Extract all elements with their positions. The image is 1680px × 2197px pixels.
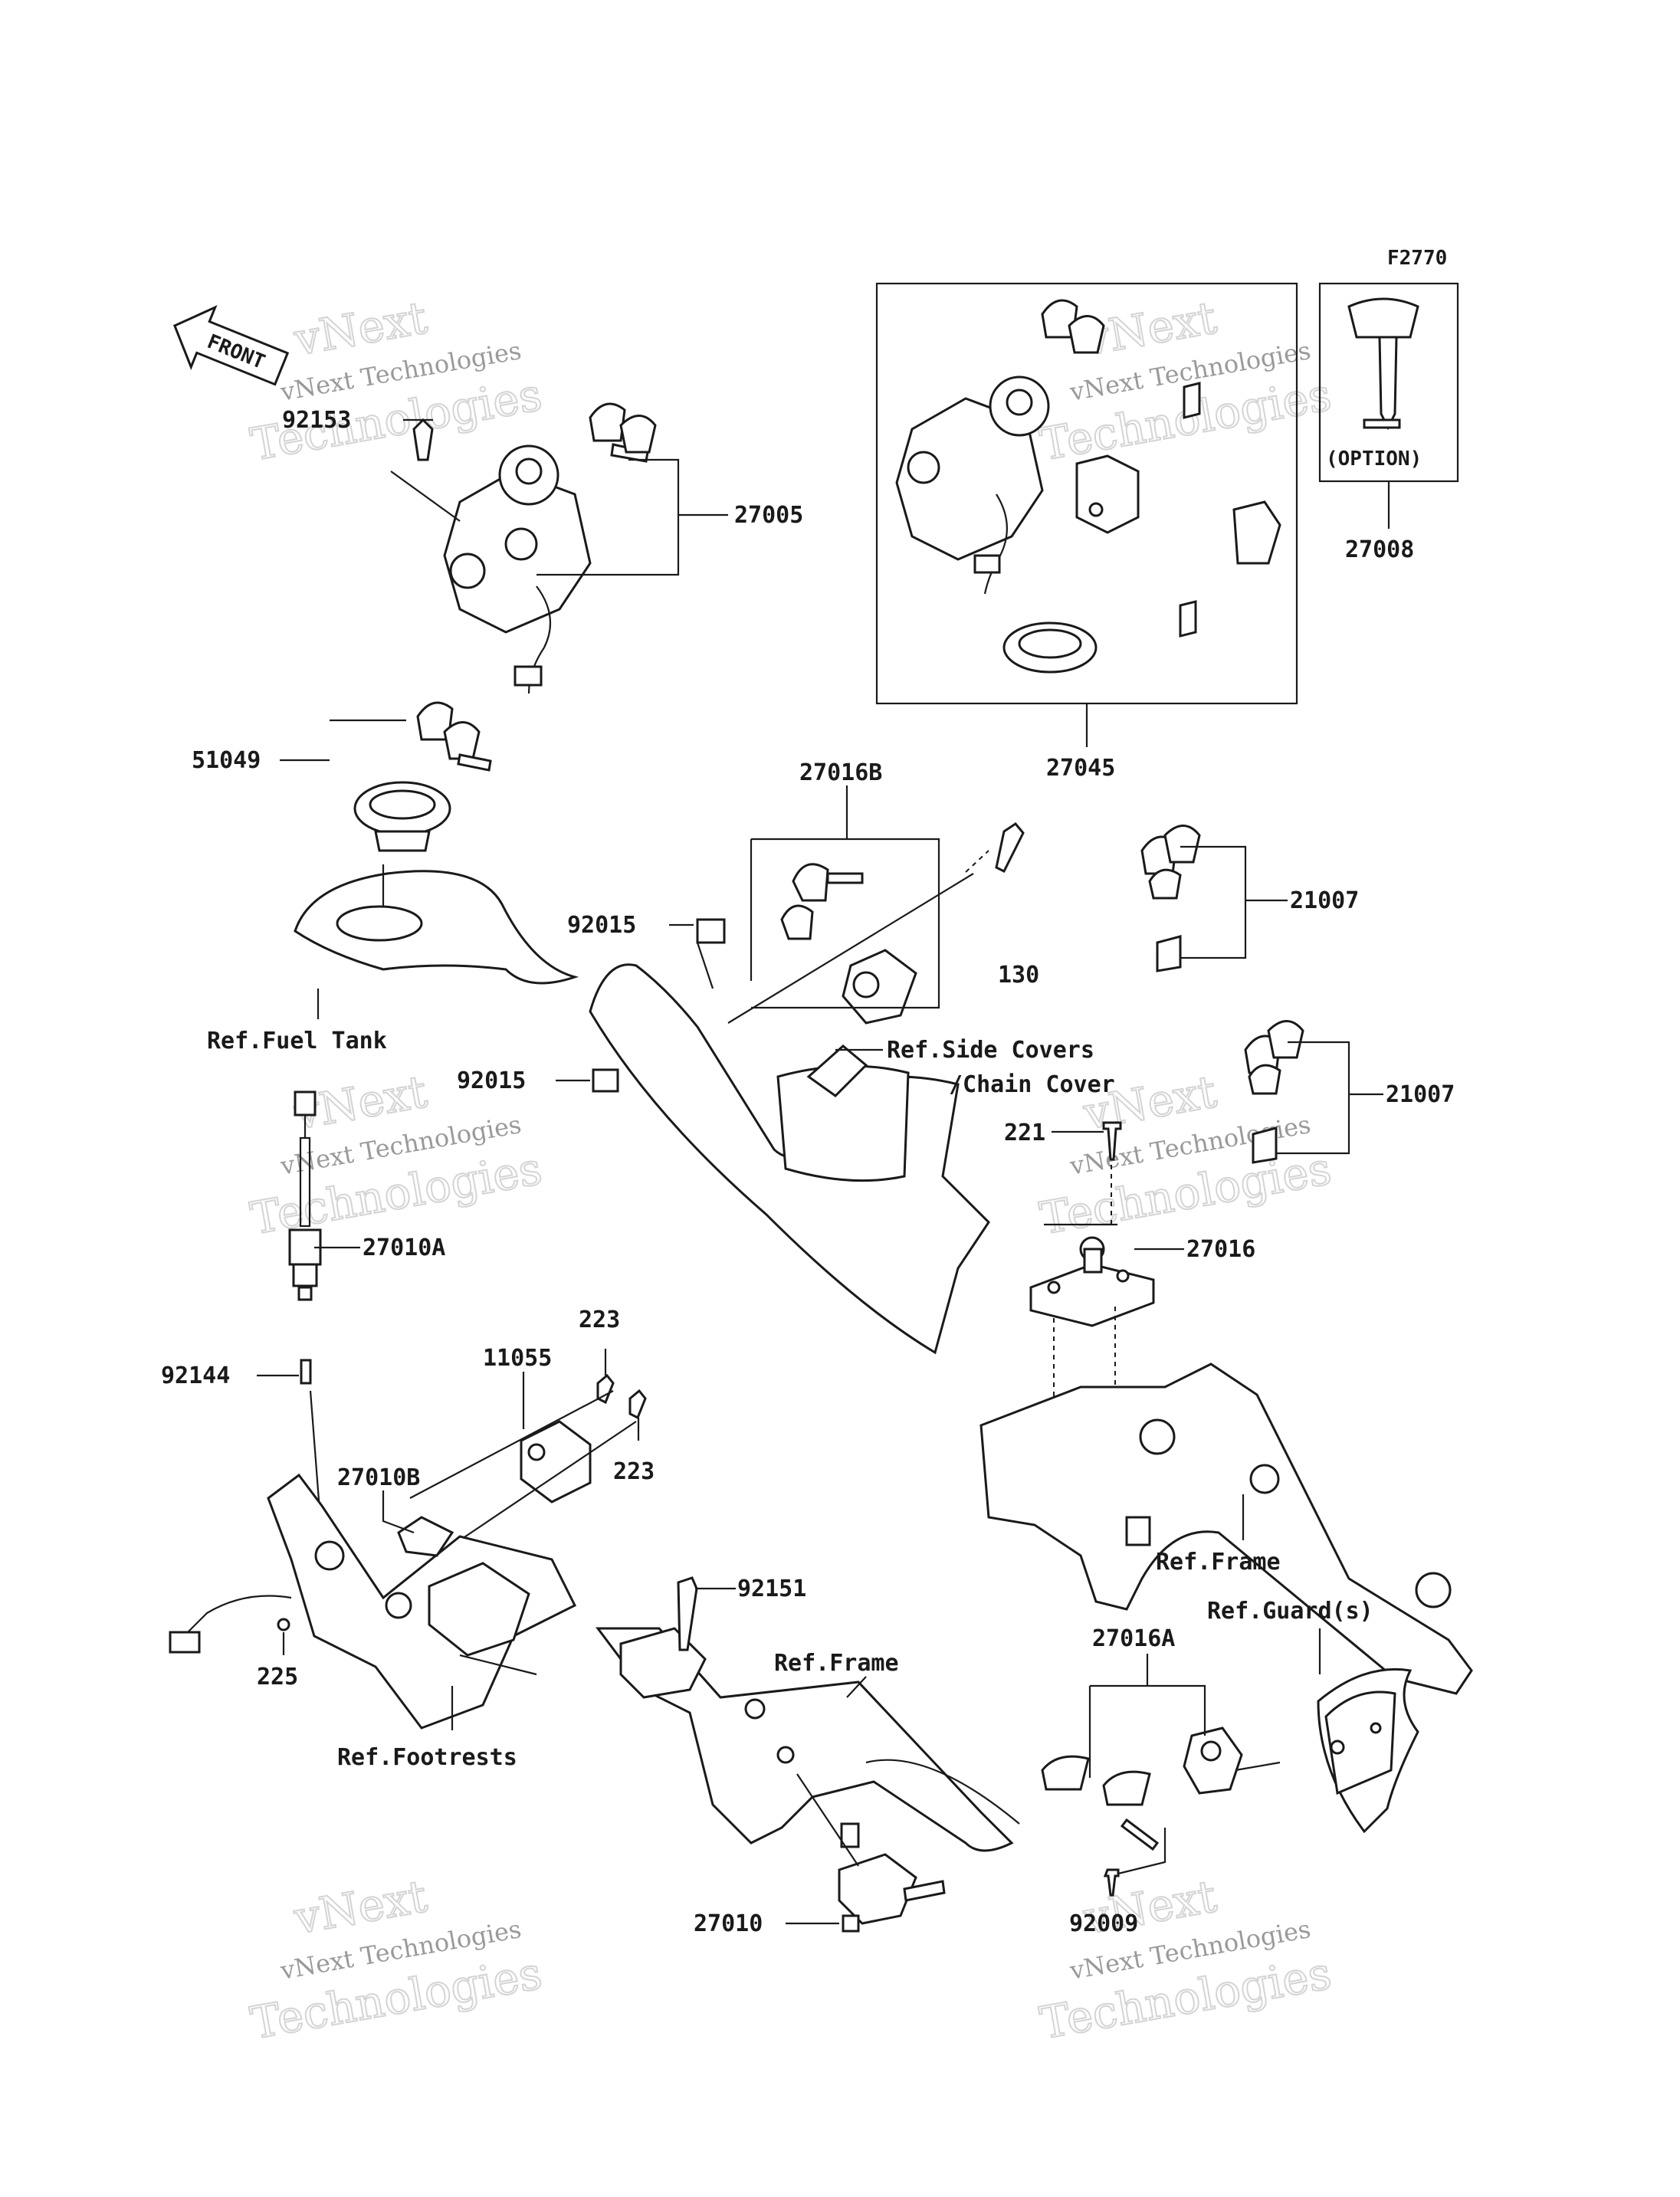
part-label-27010A: 27010A [363, 1235, 445, 1261]
side-cover-panel [589, 918, 990, 1355]
watermark-group-bottom-right: vNext vNext Technologies Technologies [1035, 1869, 1336, 2050]
lock-set-27045 [895, 299, 1281, 674]
fuel-cap-51049 [353, 701, 492, 852]
ref-frame-center: Ref.Frame [774, 1650, 899, 1677]
part-label-21007-upper: 21007 [1290, 887, 1359, 914]
part-label-27016A: 27016A [1092, 1625, 1175, 1652]
ref-side-covers-line2: /Chain Cover [949, 1071, 1115, 1098]
lock-set-27016A [1041, 1726, 1243, 1851]
part-label-27045: 27045 [1046, 755, 1115, 782]
rear-frame-ref [979, 1362, 1473, 1695]
part-label-225: 225 [257, 1664, 298, 1690]
watermark-group-bottom-left: vNext vNext Technologies Technologies [246, 1869, 546, 2050]
part-label-92151: 92151 [737, 1576, 806, 1602]
ignition-switch-assembly [412, 402, 657, 694]
part-label-92015-upper: 92015 [567, 912, 636, 939]
part-label-221: 221 [1004, 1120, 1045, 1146]
front-arrow-icon: FRONT [172, 305, 290, 386]
part-label-27008: 27008 [1345, 536, 1414, 563]
option-label: (OPTION) [1326, 448, 1422, 471]
seat-lock-27016B [780, 863, 917, 1025]
part-label-92144: 92144 [161, 1362, 230, 1389]
switch-27010 [838, 1822, 946, 1933]
ref-fuel-tank: Ref.Fuel Tank [207, 1028, 387, 1054]
ref-frame-right: Ref.Frame [1156, 1549, 1281, 1576]
key-set-21007-lower [1244, 1020, 1304, 1164]
part-label-223-upper: 223 [579, 1307, 620, 1333]
part-label-27005: 27005 [734, 502, 803, 529]
part-label-92153: 92153 [282, 407, 351, 434]
ref-guards: Ref.Guard(s) [1207, 1598, 1373, 1625]
part-label-21007-lower: 21007 [1386, 1081, 1455, 1108]
part-label-92015-lower: 92015 [457, 1067, 526, 1094]
guard-ref [1317, 1667, 1419, 1834]
bracket-11055 [520, 1420, 592, 1503]
ref-side-covers-line1: Ref.Side Covers [887, 1037, 1094, 1064]
figure-code: F2770 [1387, 247, 1447, 270]
part-label-51049: 51049 [192, 747, 261, 774]
footrest-bracket-ref [169, 1473, 577, 1730]
part-label-92009: 92009 [1069, 1910, 1138, 1937]
part-label-11055: 11055 [483, 1345, 552, 1372]
fuel-tank-ref [294, 870, 579, 985]
key-blank-icon [1347, 297, 1419, 431]
part-label-27010: 27010 [694, 1910, 763, 1937]
seat-lock-bracket-27016 [1029, 1236, 1155, 1327]
part-label-27016: 27016 [1186, 1236, 1255, 1263]
part-label-223-lower: 223 [613, 1458, 655, 1485]
part-label-27010B: 27010B [337, 1464, 420, 1491]
part-label-130: 130 [998, 962, 1039, 989]
part-label-27016B: 27016B [799, 759, 882, 786]
watermark-group-mid-left: vNext vNext Technologies Technologies [246, 1064, 546, 1245]
ref-footrests: Ref.Footrests [337, 1744, 517, 1771]
key-set-21007-upper [1140, 825, 1201, 972]
